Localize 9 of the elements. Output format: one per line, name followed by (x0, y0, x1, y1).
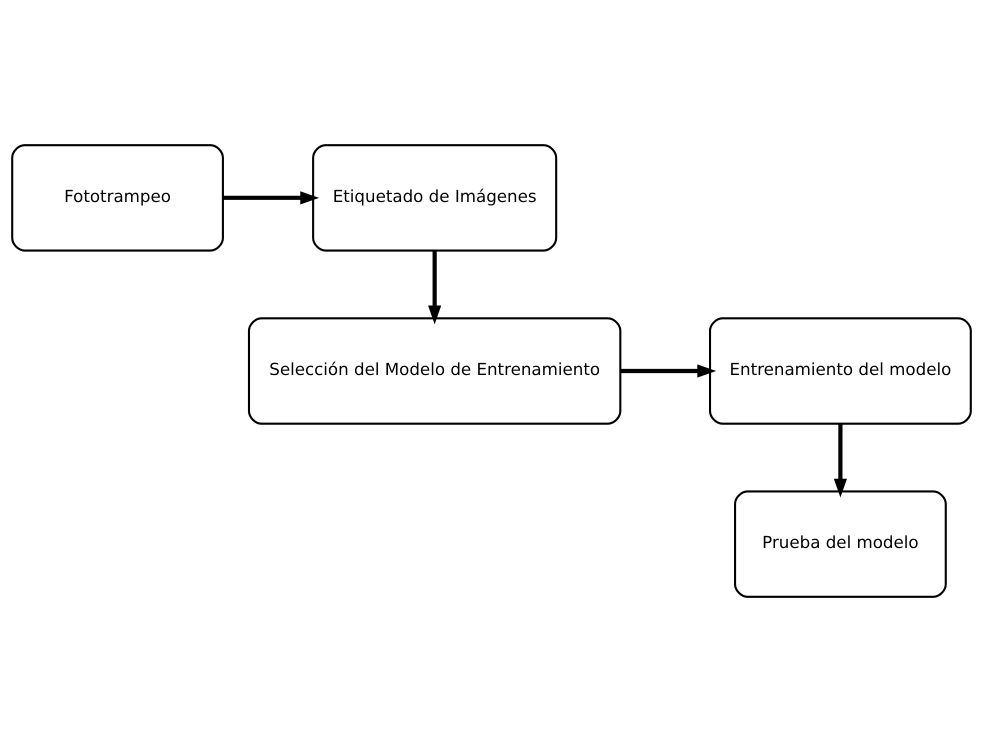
arrow (428, 250, 442, 324)
arrow (223, 191, 320, 204)
node-box: Etiquetado de Imágenes (312, 144, 558, 252)
node-box: Entrenamiento del modelo (708, 317, 972, 425)
node-box: Fototrampeo (11, 144, 224, 252)
arrow (620, 364, 716, 378)
node-box: Prueba del modelo (734, 490, 947, 598)
node-box: Selección del Modelo de Entrenamiento (248, 317, 622, 425)
arrow (834, 424, 847, 498)
